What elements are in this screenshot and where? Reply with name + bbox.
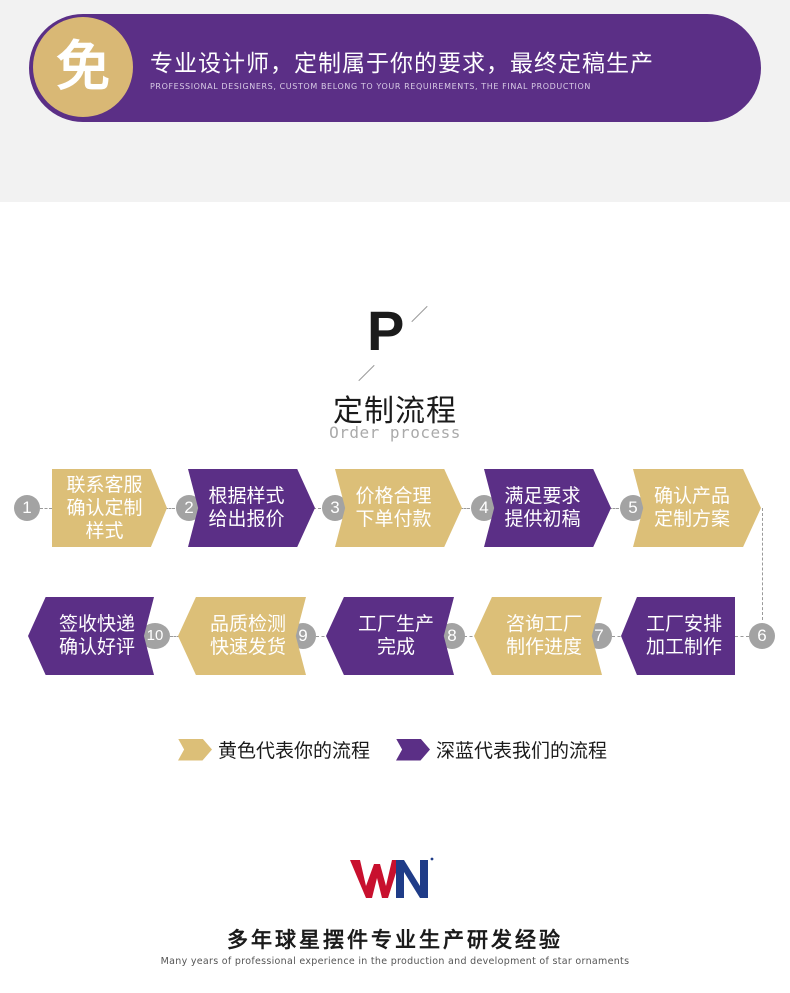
legend-label: 黄色代表你的流程 [218, 740, 371, 762]
flow-connector [612, 636, 626, 637]
step-label: 工厂生产完成 [357, 613, 434, 658]
step-label: 根据样式给出报价 [208, 485, 285, 530]
step-3-payment: 价格合理下单付款 [335, 469, 462, 547]
step-number: 1 [14, 495, 40, 521]
chevron-icon [396, 738, 430, 761]
step-9-quality-shipping: 品质检测快速发货 [178, 597, 306, 675]
flow-connector [40, 508, 52, 509]
step-label: 品质检测快速发货 [209, 613, 286, 658]
step-5-confirm-plan: 确认产品定制方案 [633, 469, 761, 547]
step-label: 咨询工厂制作进度 [505, 613, 582, 658]
free-badge: 免 [33, 17, 133, 117]
step-1-customer-contact: 联系客服确认定制样式 [52, 469, 167, 547]
step-10-receive-review: 签收快递确认好评 [28, 597, 154, 675]
flow-connector [313, 508, 321, 509]
decorative-slash [411, 305, 428, 323]
step-label: 满足要求提供初稿 [504, 485, 581, 530]
flow-connector [609, 508, 619, 509]
heading-letter: P [367, 299, 405, 362]
step-6-factory-arrange: 工厂安排加工制作 [621, 597, 735, 675]
legend-label: 深蓝代表我们的流程 [436, 740, 608, 762]
flow-connector [316, 636, 330, 637]
flow-connector [165, 508, 175, 509]
step-8-production-complete: 工厂生产完成 [326, 597, 454, 675]
flow-connector-vertical [762, 508, 763, 620]
company-logo [350, 857, 434, 898]
footer-title: 多年球星摆件专业生产研发经验 [227, 928, 563, 952]
legend-yellow: 黄色代表你的流程 [178, 736, 370, 763]
step-label: 签收快递确认好评 [58, 613, 135, 658]
flow-connector [735, 636, 749, 637]
banner-title: 专业设计师，定制属于你的要求，最终定稿生产 [150, 51, 654, 77]
step-2-quote: 根据样式给出报价 [188, 469, 315, 547]
step-7-check-progress: 咨询工厂制作进度 [474, 597, 602, 675]
flow-connector [170, 636, 180, 637]
page-title: 定制流程 [333, 394, 457, 429]
legend-blue: 深蓝代表我们的流程 [396, 736, 607, 763]
flow-connector [464, 636, 478, 637]
step-number: 6 [749, 623, 775, 649]
footer-subtitle: Many years of professional experience in… [160, 956, 630, 967]
step-label: 价格合理下单付款 [355, 485, 432, 530]
step-label: 联系客服确认定制样式 [66, 473, 143, 542]
step-label: 确认产品定制方案 [653, 485, 730, 530]
flow-connector [460, 508, 470, 509]
chevron-icon [178, 738, 212, 761]
decorative-slash [358, 364, 375, 382]
banner-subtitle: PROFESSIONAL DESIGNERS, CUSTOM BELONG TO… [150, 82, 591, 91]
step-4-first-draft: 满足要求提供初稿 [484, 469, 611, 547]
page-subtitle: Order process [329, 423, 461, 442]
step-label: 工厂安排加工制作 [645, 613, 722, 658]
banner-pill [29, 14, 761, 122]
